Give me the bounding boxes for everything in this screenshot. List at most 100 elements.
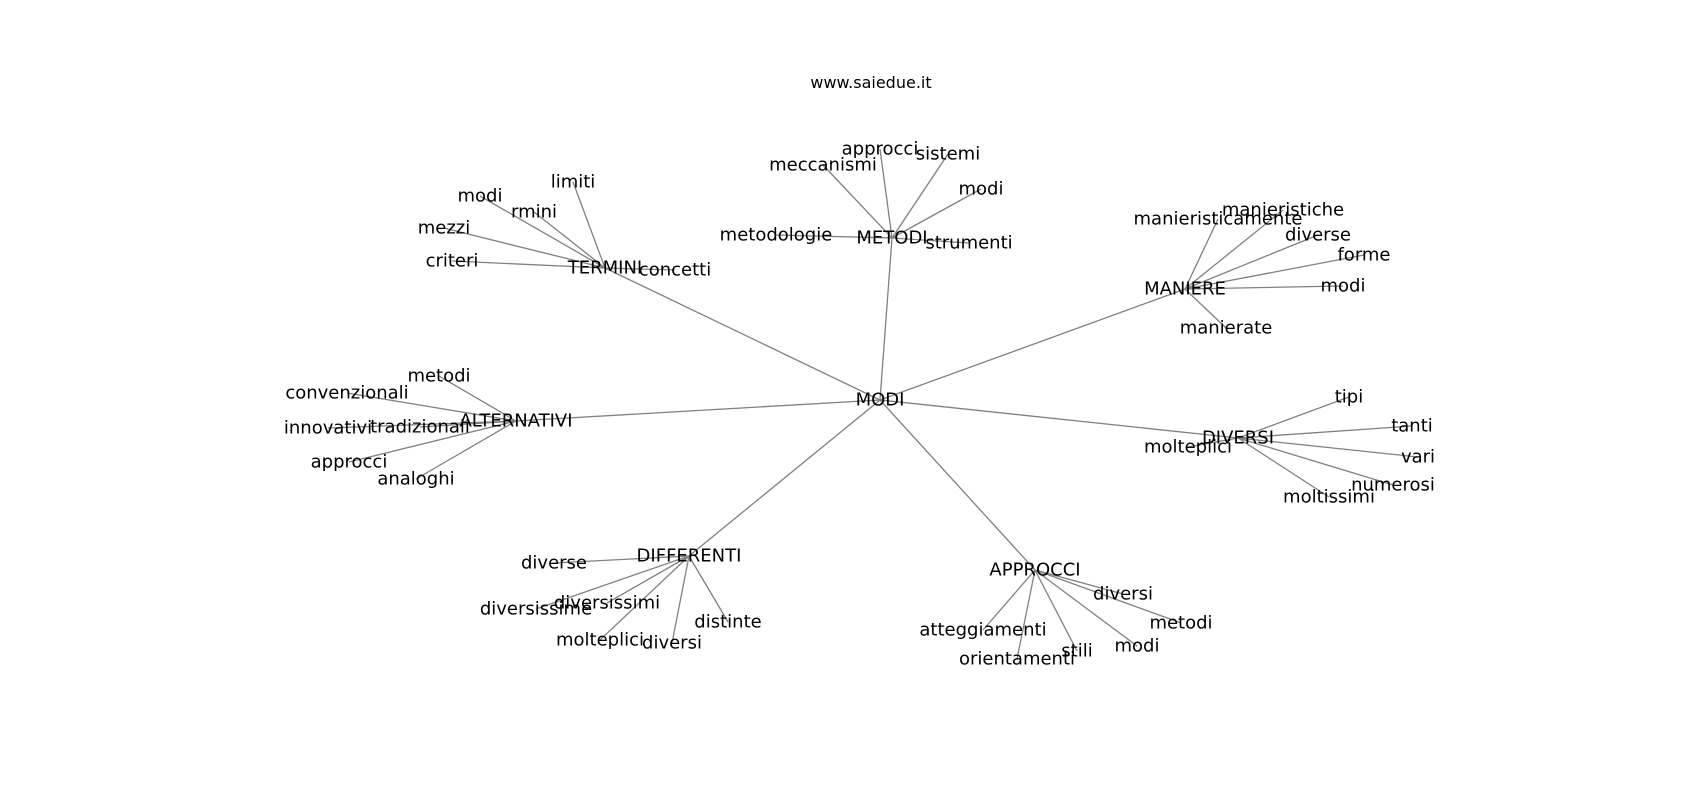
edge-approcci-atteggiamenti [982,569,1036,631]
leaf-node-termini-modi: modi [458,186,503,207]
leaf-node-differenti-diversi: diversi [642,633,702,654]
leaf-node-metodi-modi: modi [959,179,1004,200]
edge-alternativi-innovativi [327,420,517,429]
edge-termini-rmini [533,211,606,269]
leaf-node-differenti-diversissimi: diversissimi [554,593,660,614]
leaf-node-maniere-manieristicamente: manieristicamente [1134,209,1303,230]
edge-diversi-numerosi [1237,437,1394,486]
leaf-node-diversi-numerosi: numerosi [1351,475,1435,496]
edge-differenti-molteplici [599,555,690,641]
edge-metodi-sistemi [891,153,949,239]
edge-alternativi-convenzionali [346,392,517,422]
edge-maniere-manieristicamente [1184,218,1219,290]
leaf-node-approcci-modi: modi [1115,636,1160,657]
leaf-node-alternativi-analoghi: analoghi [377,469,454,490]
leaf-node-diversi-moltissimi: moltissimi [1283,487,1375,508]
site-caption: www.saiedue.it [810,73,931,92]
leaf-node-approcci-stili: stili [1061,641,1092,662]
hub-node-differenti: DIFFERENTI [637,546,742,567]
leaf-node-alternativi-innovativi: innovativi [284,418,372,439]
edge-differenti-diverse [553,555,690,564]
edge-modi-metodi [879,237,893,401]
leaf-node-alternativi-tradizionali: tradizionali [370,417,470,438]
leaf-node-maniere-forme: forme [1337,245,1390,266]
edge-diversi-molteplici [1187,437,1239,448]
edge-modi-differenti [688,399,881,557]
edge-approcci-orientamenti [1016,569,1036,660]
edge-differenti-distinte [688,555,729,623]
leaf-node-termini-limiti: limiti [551,172,596,193]
edge-modi-approcci [879,399,1036,571]
edge-modi-termini [604,267,881,401]
edge-alternativi-analoghi [415,420,517,480]
edge-termini-concetti [604,267,676,271]
hub-node-approcci: APPROCCI [989,560,1080,581]
labels-layer: limiti modi rmini mezzi criteri concettiTERMI… [284,139,1435,670]
edge-metodi-modi [891,188,982,239]
leaf-node-termini-rmini: rmini [511,202,557,223]
edge-approcci-metodi [1034,569,1182,624]
edge-metodi-metodologie [775,234,893,239]
root-node-modi: MODI [856,390,905,411]
leaf-node-differenti-molteplici: molteplici [556,630,644,651]
leaf-node-maniere-modi: modi [1321,276,1366,297]
edges-layer [327,148,1419,660]
leaf-node-differenti-diversissime: diversissime [480,599,592,620]
edge-maniere-manieristiche [1184,209,1284,290]
leaf-node-termini-criteri: criteri [426,251,479,272]
leaf-node-approcci-metodi: metodi [1149,613,1212,634]
edge-maniere-forme [1184,254,1365,290]
hub-node-diversi: DIVERSI [1202,428,1274,449]
hub-node-termini: TERMINI [567,258,643,279]
leaf-node-differenti-diverse: diverse [521,553,587,574]
edge-metodi-meccanismi [822,164,893,239]
edge-termini-limiti [572,181,606,269]
edge-alternativi-metodi [438,375,517,422]
leaf-node-metodi-sistemi: sistemi [916,144,980,165]
edge-metodi-strumenti [891,237,970,244]
leaf-node-approcci-diversi: diversi [1093,584,1153,605]
edge-termini-criteri [451,260,606,269]
leaf-node-maniere-diverse: diverse [1285,225,1351,246]
edge-approcci-diversi [1034,569,1124,595]
leaf-node-alternativi-approcci: approcci [311,452,388,473]
leaf-node-termini-mezzi: mezzi [418,218,471,239]
edge-termini-modi [479,195,606,269]
leaf-node-alternativi-metodi: metodi [407,366,470,387]
edge-differenti-diversissime [535,555,690,610]
edge-metodi-approcci [879,148,893,239]
edge-maniere-manierate [1184,288,1227,329]
edge-differenti-diversissimi [606,555,690,604]
leaf-node-diversi-tipi: tipi [1335,387,1364,408]
edge-termini-mezzi [443,227,606,269]
hub-node-metodi: METODI [856,228,927,249]
edge-diversi-vari [1237,437,1419,458]
leaf-node-metodi-meccanismi: meccanismi [769,155,877,176]
leaf-node-metodi-metodologie: metodologie [720,225,833,246]
leaf-node-differenti-distinte: distinte [694,612,761,633]
leaf-node-approcci-atteggiamenti: atteggiamenti [919,620,1046,641]
edge-maniere-diverse [1184,234,1319,290]
leaf-node-maniere-manierate: manierate [1180,318,1273,339]
edge-maniere-modi [1184,285,1344,290]
edge-differenti-diversi [671,555,690,644]
leaf-node-diversi-molteplici: molteplici [1144,437,1232,458]
hub-node-alternativi: ALTERNATIVI [459,411,572,432]
edge-modi-diversi [879,399,1239,439]
edge-diversi-tipi [1237,396,1350,439]
edge-modi-alternativi [515,399,881,422]
edge-alternativi-tradizionali [419,420,517,428]
hub-node-maniere: MANIERE [1144,279,1226,300]
edge-diversi-moltissimi [1237,437,1330,498]
leaf-node-maniere-manieristiche: manieristiche [1222,200,1344,221]
leaf-node-approcci-orientamenti: orientamenti [959,649,1075,670]
leaf-node-metodi-strumenti: strumenti [925,233,1012,254]
leaf-node-termini-concetti: concetti [639,260,711,281]
edge-approcci-stili [1034,569,1078,652]
edge-approcci-modi [1034,569,1138,647]
edge-diversi-tanti [1237,425,1413,439]
leaf-node-metodi-approcci: approcci [842,139,919,160]
leaf-node-diversi-tanti: tanti [1391,416,1433,437]
leaf-node-diversi-vari: vari [1401,447,1435,468]
